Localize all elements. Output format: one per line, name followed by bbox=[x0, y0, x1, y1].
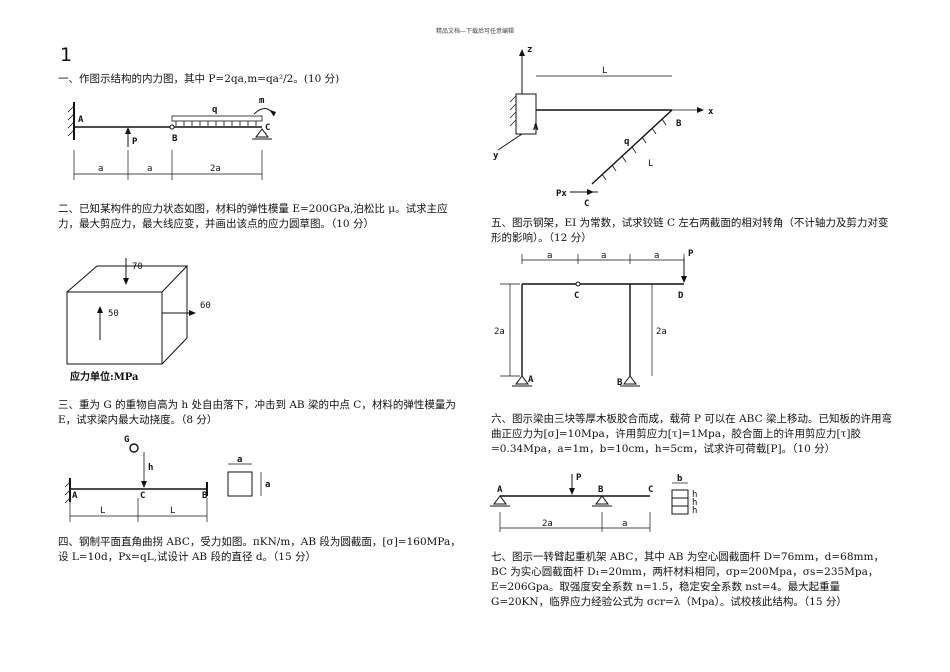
label-p: P bbox=[132, 137, 138, 147]
label-c: C bbox=[140, 491, 145, 501]
dim-a-1: a bbox=[98, 164, 103, 174]
figure-1-beam: A P B C q m a a 2a bbox=[67, 96, 276, 180]
moment-m bbox=[253, 108, 275, 117]
label-a: A bbox=[528, 375, 534, 385]
label-m: m bbox=[259, 96, 265, 106]
question-1: 一、作图示结构的内力图，其中 P=2qa,m=qa²/2。(10 分) bbox=[58, 73, 340, 85]
label-a: A bbox=[78, 115, 84, 125]
dim-l-2: L bbox=[648, 159, 653, 169]
label-b: B bbox=[617, 378, 623, 388]
unit-caption: 应力单位:MPa bbox=[70, 370, 139, 383]
question-7: 七、图示一转臂起重机架 ABC，其中 AB 为空心圆截面杆 D=76mm，d=6… bbox=[491, 551, 884, 608]
label-b: B bbox=[172, 134, 178, 144]
dim-2a-left: 2a bbox=[494, 327, 505, 337]
label-b: B bbox=[598, 485, 604, 495]
layered-section bbox=[671, 489, 689, 515]
header-note: 精品文档---下载后可任意编辑 bbox=[435, 28, 515, 35]
label-px: Px bbox=[556, 189, 567, 199]
question-5: 五、图示钢架，EI 为常数，试求铰链 C 左右两截面的相对转角（不计轴力及剪力对… bbox=[491, 217, 889, 244]
dim-a-3: a bbox=[654, 251, 659, 261]
stress-70: 70 bbox=[132, 262, 143, 272]
dim-2a: 2a bbox=[210, 164, 221, 174]
dim-a-2: a bbox=[601, 251, 606, 261]
label-q: q bbox=[624, 137, 629, 147]
label-q: q bbox=[212, 105, 217, 115]
label-h-2: h bbox=[692, 498, 697, 508]
page-number: 1 bbox=[60, 44, 73, 66]
square-section bbox=[227, 471, 253, 497]
question-2: 二、已知某构件的应力状态如图，材料的弹性模量 E=200GPa,泊松比 μ。试求… bbox=[58, 203, 448, 230]
dim-a-2: a bbox=[147, 164, 152, 174]
label-a: A bbox=[72, 491, 78, 501]
distributed-load-q bbox=[171, 115, 263, 122]
label-g: G bbox=[124, 435, 129, 445]
label-b-width: b bbox=[677, 474, 683, 484]
dim-l-1: L bbox=[602, 66, 607, 76]
label-h-1: h bbox=[692, 490, 697, 500]
dim-a: a bbox=[622, 519, 627, 529]
label-p: P bbox=[688, 249, 694, 259]
label-x: x bbox=[708, 107, 714, 117]
label-c: C bbox=[648, 485, 653, 495]
figure-5-frame: a a a P C D A B 2a 2a bbox=[494, 249, 694, 388]
figure-3-impact-beam: G h A C B L L a a bbox=[64, 435, 270, 522]
dim-a-1: a bbox=[547, 251, 552, 261]
label-b: B bbox=[676, 119, 682, 129]
label-b: B bbox=[202, 491, 208, 501]
label-a: A bbox=[533, 123, 539, 133]
label-c: C bbox=[265, 123, 270, 133]
label-h: h bbox=[148, 463, 153, 473]
section-a-top: a bbox=[237, 455, 242, 465]
label-z: z bbox=[527, 46, 532, 55]
dim-2a: 2a bbox=[542, 519, 553, 529]
question-3: 三、重为 G 的重物自高为 h 处自由落下，冲击到 AB 梁的中点 C，材料的弹… bbox=[58, 399, 456, 426]
figure-2-stress-cube: 70 50 60 应力单位:MPa bbox=[66, 258, 211, 383]
section-a-side: a bbox=[265, 480, 270, 490]
label-a: A bbox=[497, 485, 503, 495]
stress-50: 50 bbox=[108, 309, 119, 319]
figure-4-crank: z x y A B C L L q Px bbox=[493, 46, 714, 208]
label-y: y bbox=[493, 151, 499, 161]
dim-l-2: L bbox=[170, 506, 175, 516]
label-h-3: h bbox=[692, 506, 697, 516]
figure-6-glued-beam: A P B C 2a a b h h h bbox=[490, 473, 697, 532]
label-c: C bbox=[584, 199, 589, 208]
question-6: 六、图示梁由三块等厚木板胶合而成，载荷 P 可以在 ABC 梁上移动。已知板的许… bbox=[491, 413, 892, 455]
stress-60: 60 bbox=[200, 301, 211, 311]
label-p: P bbox=[576, 473, 582, 483]
label-d: D bbox=[678, 291, 684, 301]
question-4: 四、钢制平面直角曲拐 ABC，受力如图。πKN/m，AB 段为圆截面，[σ]=1… bbox=[58, 536, 461, 563]
label-c: C bbox=[574, 291, 579, 301]
dim-2a-right: 2a bbox=[656, 327, 667, 337]
weight-g bbox=[129, 443, 139, 453]
dim-l-1: L bbox=[100, 506, 105, 516]
